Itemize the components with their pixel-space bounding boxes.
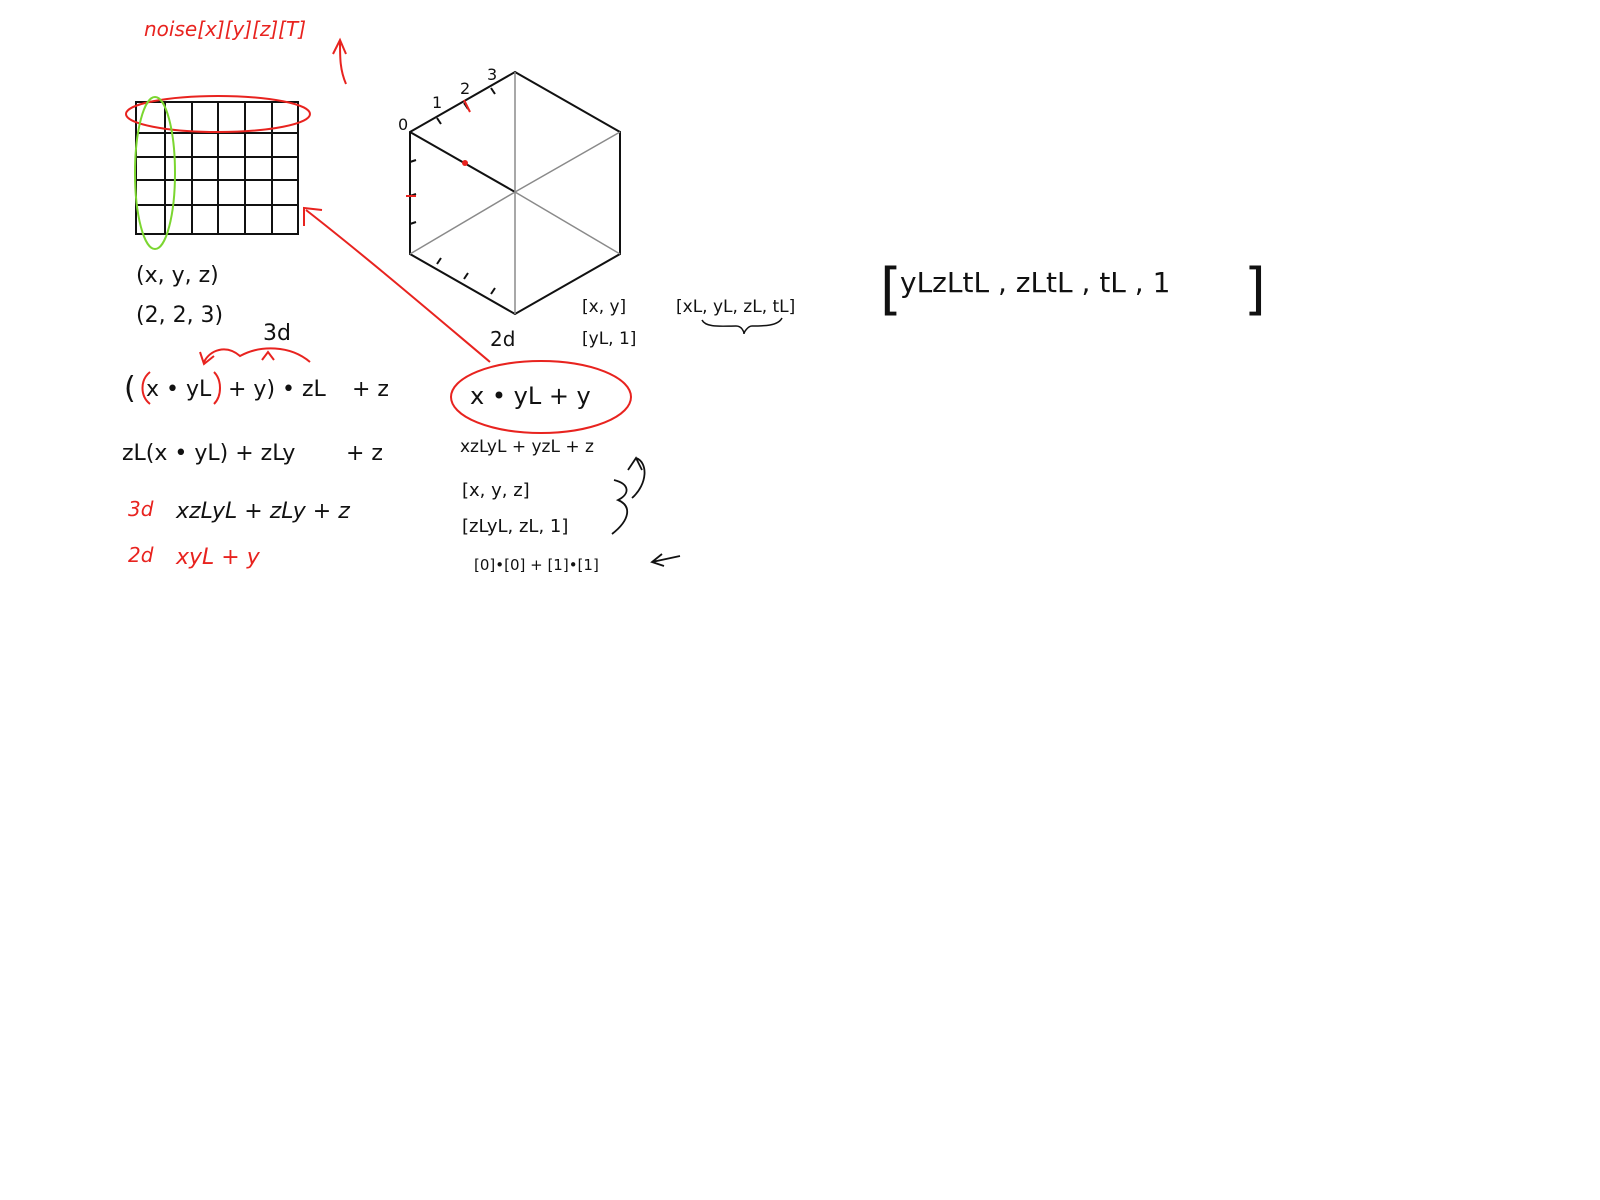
expand-expr: xzLyL + yzL + z xyxy=(460,437,594,457)
cube-tick-2: 2 xyxy=(460,79,470,98)
big-close-bracket: ] xyxy=(1244,257,1266,322)
label-3d-red: 3d xyxy=(128,497,154,521)
dot-product-arrow xyxy=(650,553,681,567)
cube-tick-0: 0 xyxy=(398,115,408,134)
substitution-arrow-2 xyxy=(261,350,275,361)
dot-product: [0]•[0] + [1]•[1] xyxy=(474,556,599,574)
expr3: xzLyL + zLy + z xyxy=(175,499,350,524)
tuple-xyz: (x, y, z) xyxy=(136,263,219,288)
expr1-end: + z xyxy=(352,377,389,402)
cube-red-dot xyxy=(462,160,468,166)
reference-arrow xyxy=(303,206,491,363)
circled-expr-ring xyxy=(450,360,632,434)
expr2: zL(x • yL) + zLy xyxy=(122,441,295,466)
expr1-tail: + y) • zL xyxy=(228,377,327,402)
vector-xyz: [x, y, z] xyxy=(462,480,530,501)
expr1-open: ( xyxy=(124,371,136,406)
big-open-bracket: [ xyxy=(880,257,902,322)
brace-arrow xyxy=(627,456,646,499)
substitution-arrow-1 xyxy=(199,347,311,366)
cube xyxy=(406,70,621,316)
column-highlight xyxy=(134,96,176,250)
label-2d: 2d xyxy=(490,327,515,351)
big-expression: yLzLtL , zLtL , tL , 1 xyxy=(900,266,1170,299)
grid-2d xyxy=(135,101,299,235)
tuple-223: (2, 2, 3) xyxy=(136,303,223,328)
cube-red-tick-top xyxy=(463,99,471,113)
pair-xy: [x, y] xyxy=(582,297,626,317)
pair-yl1: [yL, 1] xyxy=(582,329,636,349)
expr1-mid: x • yL xyxy=(146,377,212,402)
noise-label: noise[x][y][z][T] xyxy=(144,17,306,41)
vec4: [xL, yL, zL, tL] xyxy=(676,297,795,317)
row-highlight xyxy=(125,95,311,133)
expr4: xyL + y xyxy=(175,545,261,570)
vector-zlyl: [zLyL, zL, 1] xyxy=(462,516,568,537)
label-2d-red: 2d xyxy=(128,543,154,567)
circled-expr: x • yL + y xyxy=(470,382,591,410)
expr1-red-brackets xyxy=(141,371,221,405)
cube-tick-3: 3 xyxy=(487,65,497,84)
noise-arrow xyxy=(332,37,347,85)
pair-brace xyxy=(611,479,628,535)
cube-tick-1: 1 xyxy=(432,93,442,112)
vec4-brace xyxy=(701,317,783,335)
label-3d: 3d xyxy=(263,321,291,346)
expr2-end: + z xyxy=(346,441,383,466)
